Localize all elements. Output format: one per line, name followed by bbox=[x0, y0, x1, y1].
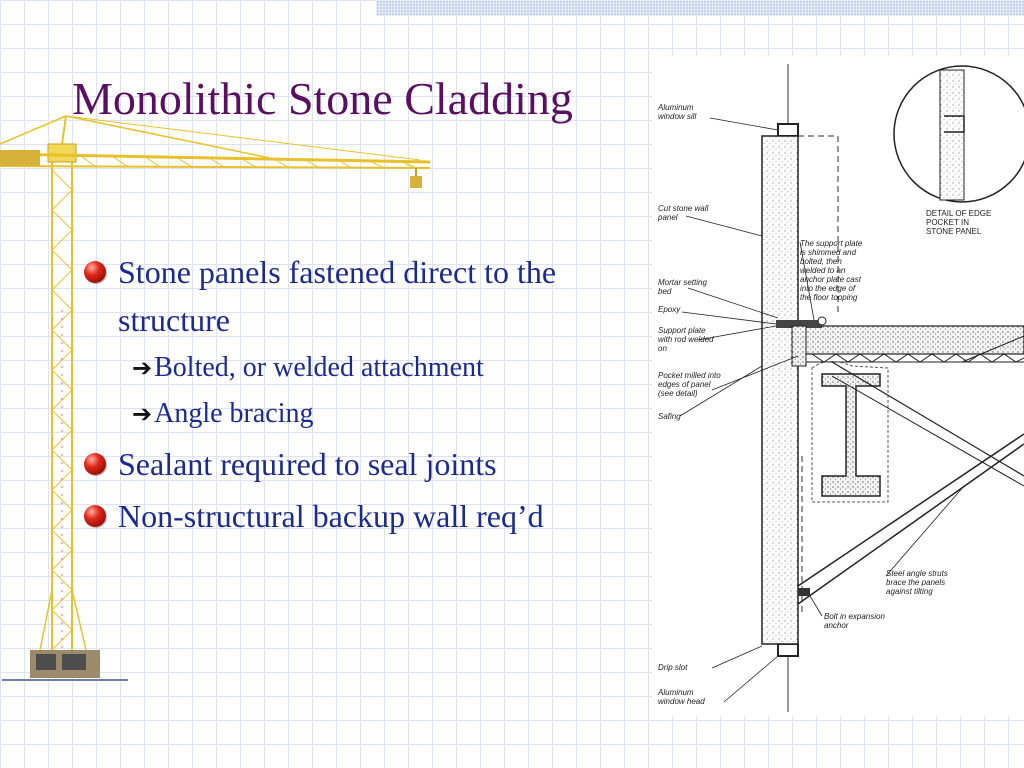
section-drawing-svg: Aluminum window sill Cut stone wall pane… bbox=[657, 64, 1024, 712]
label-support-plate-rod: with rod welded bbox=[658, 335, 714, 344]
label-mortar-setting: Mortar setting bbox=[658, 278, 707, 287]
slide-title: Monolithic Stone Cladding bbox=[72, 73, 573, 124]
label-aluminum-sill: Aluminum bbox=[657, 103, 694, 112]
label-detail-2: POCKET IN bbox=[926, 218, 969, 227]
bullet-item: Stone panels fastened direct to the stru… bbox=[84, 248, 644, 344]
bullet-item: Non-structural backup wall req’d bbox=[84, 492, 644, 540]
label-mortar-bed: bed bbox=[658, 287, 672, 296]
label-support-note-7: the floor topping bbox=[800, 293, 858, 302]
label-bolt-1: Bolt in expansion bbox=[824, 612, 885, 621]
bullet-item: Sealant required to seal joints bbox=[84, 440, 644, 488]
label-support-plate: Support plate bbox=[658, 326, 706, 335]
label-window-sill: window sill bbox=[658, 112, 696, 121]
label-pocket-edges: edges of panel bbox=[658, 380, 711, 389]
label-pocket-detail: (see detail) bbox=[658, 389, 698, 398]
label-aluminum-head: Aluminum bbox=[657, 688, 694, 697]
label-safing: Safing bbox=[658, 412, 681, 421]
label-support-note-4: welded to an bbox=[800, 266, 846, 275]
label-support-plate-on: on bbox=[658, 344, 667, 353]
label-support-note-6: into the edge of bbox=[800, 284, 856, 293]
label-drip-slot: Drip slot bbox=[658, 663, 688, 672]
bullet-text: Sealant required to seal joints bbox=[118, 446, 497, 482]
label-support-note-5: anchor plate cast bbox=[800, 275, 862, 284]
top-decorative-band bbox=[376, 0, 1024, 16]
label-bolt-2: anchor bbox=[824, 621, 849, 630]
label-support-note-2: is shimmed and bbox=[800, 248, 857, 257]
red-ball-bullet-icon bbox=[84, 453, 106, 475]
bullet-text: Non-structural backup wall req’d bbox=[118, 498, 544, 534]
right-arrow-icon: ➔ bbox=[132, 400, 153, 428]
label-struts-2: brace the panels bbox=[886, 578, 945, 587]
bullet-text: Stone panels fastened direct to the stru… bbox=[118, 254, 557, 338]
bullet-list: Stone panels fastened direct to the stru… bbox=[84, 248, 644, 544]
label-struts-1: Steel angle struts bbox=[886, 569, 948, 578]
label-epoxy: Epoxy bbox=[658, 305, 681, 314]
sub-bullet-item: ➔ Bolted, or welded attachment bbox=[132, 348, 644, 388]
sub-bullet-text: Angle bracing bbox=[154, 398, 314, 429]
red-ball-bullet-icon bbox=[84, 505, 106, 527]
label-pocket-milled: Pocket milled into bbox=[658, 371, 721, 380]
red-ball-bullet-icon bbox=[84, 261, 106, 283]
label-detail-3: STONE PANEL bbox=[926, 227, 982, 236]
tower-crane-illustration bbox=[0, 115, 431, 681]
label-support-note-1: The support plate bbox=[800, 239, 863, 248]
label-panel: panel bbox=[657, 213, 678, 222]
label-struts-3: against tilting bbox=[886, 587, 933, 596]
label-detail-1: DETAIL OF EDGE bbox=[926, 209, 991, 218]
right-arrow-icon: ➔ bbox=[132, 354, 153, 382]
label-window-head: window head bbox=[658, 697, 705, 706]
sub-bullet-text: Bolted, or welded attachment bbox=[154, 352, 484, 383]
sub-bullet-item: ➔ Angle bracing bbox=[132, 394, 644, 434]
label-cut-stone: Cut stone wall bbox=[658, 204, 708, 213]
cladding-section-drawing: Aluminum window sill Cut stone wall pane… bbox=[652, 56, 1024, 716]
label-support-note-3: bolted, then bbox=[800, 257, 842, 266]
